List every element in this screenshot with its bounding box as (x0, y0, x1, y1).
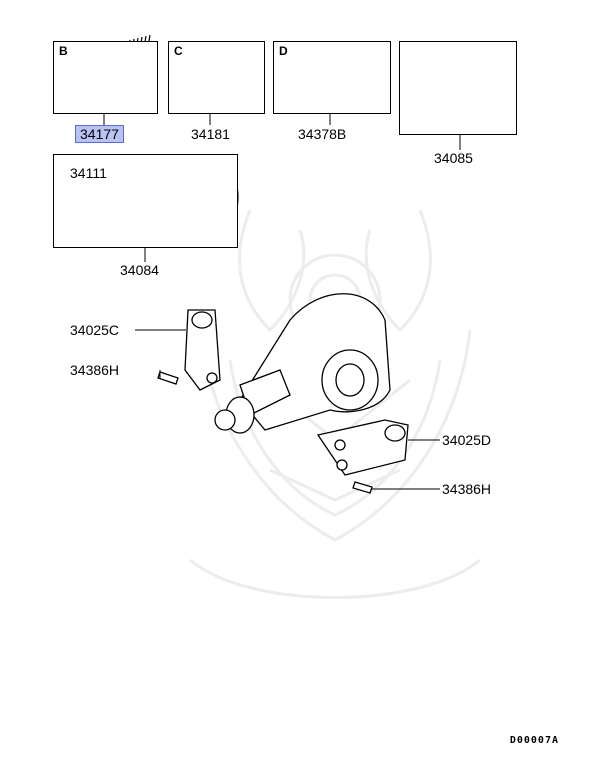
part-box-d[interactable]: D (273, 41, 391, 114)
part-number-34111[interactable]: 34111 (70, 165, 107, 181)
box-letter: D (279, 44, 288, 58)
highlighted-part-label[interactable]: 34177 (75, 125, 124, 143)
part-number-34025c[interactable]: 34025C (70, 322, 120, 338)
box-letter: B (59, 44, 68, 58)
part-number-34177[interactable]: 34177 (75, 125, 124, 143)
diagram-code: D00007A (509, 735, 559, 746)
part-number-34084[interactable]: 34084 (120, 262, 159, 278)
part-box-b[interactable]: B (53, 41, 158, 114)
part-box-ring-pinion[interactable] (53, 154, 238, 248)
box-letter: C (174, 44, 183, 58)
part-box-pinion-gears[interactable] (399, 41, 517, 135)
differential-housing-illustration (157, 293, 409, 494)
part-number-34181[interactable]: 34181 (191, 126, 230, 142)
part-number-34085[interactable]: 34085 (434, 150, 473, 166)
part-number-34025d[interactable]: 34025D (442, 432, 492, 448)
part-number-34386h-left[interactable]: 34386H (70, 362, 120, 378)
part-number-34386h-right[interactable]: 34386H (442, 481, 492, 497)
part-box-c[interactable]: C (168, 41, 265, 114)
part-number-34378b[interactable]: 34378B (298, 126, 347, 142)
